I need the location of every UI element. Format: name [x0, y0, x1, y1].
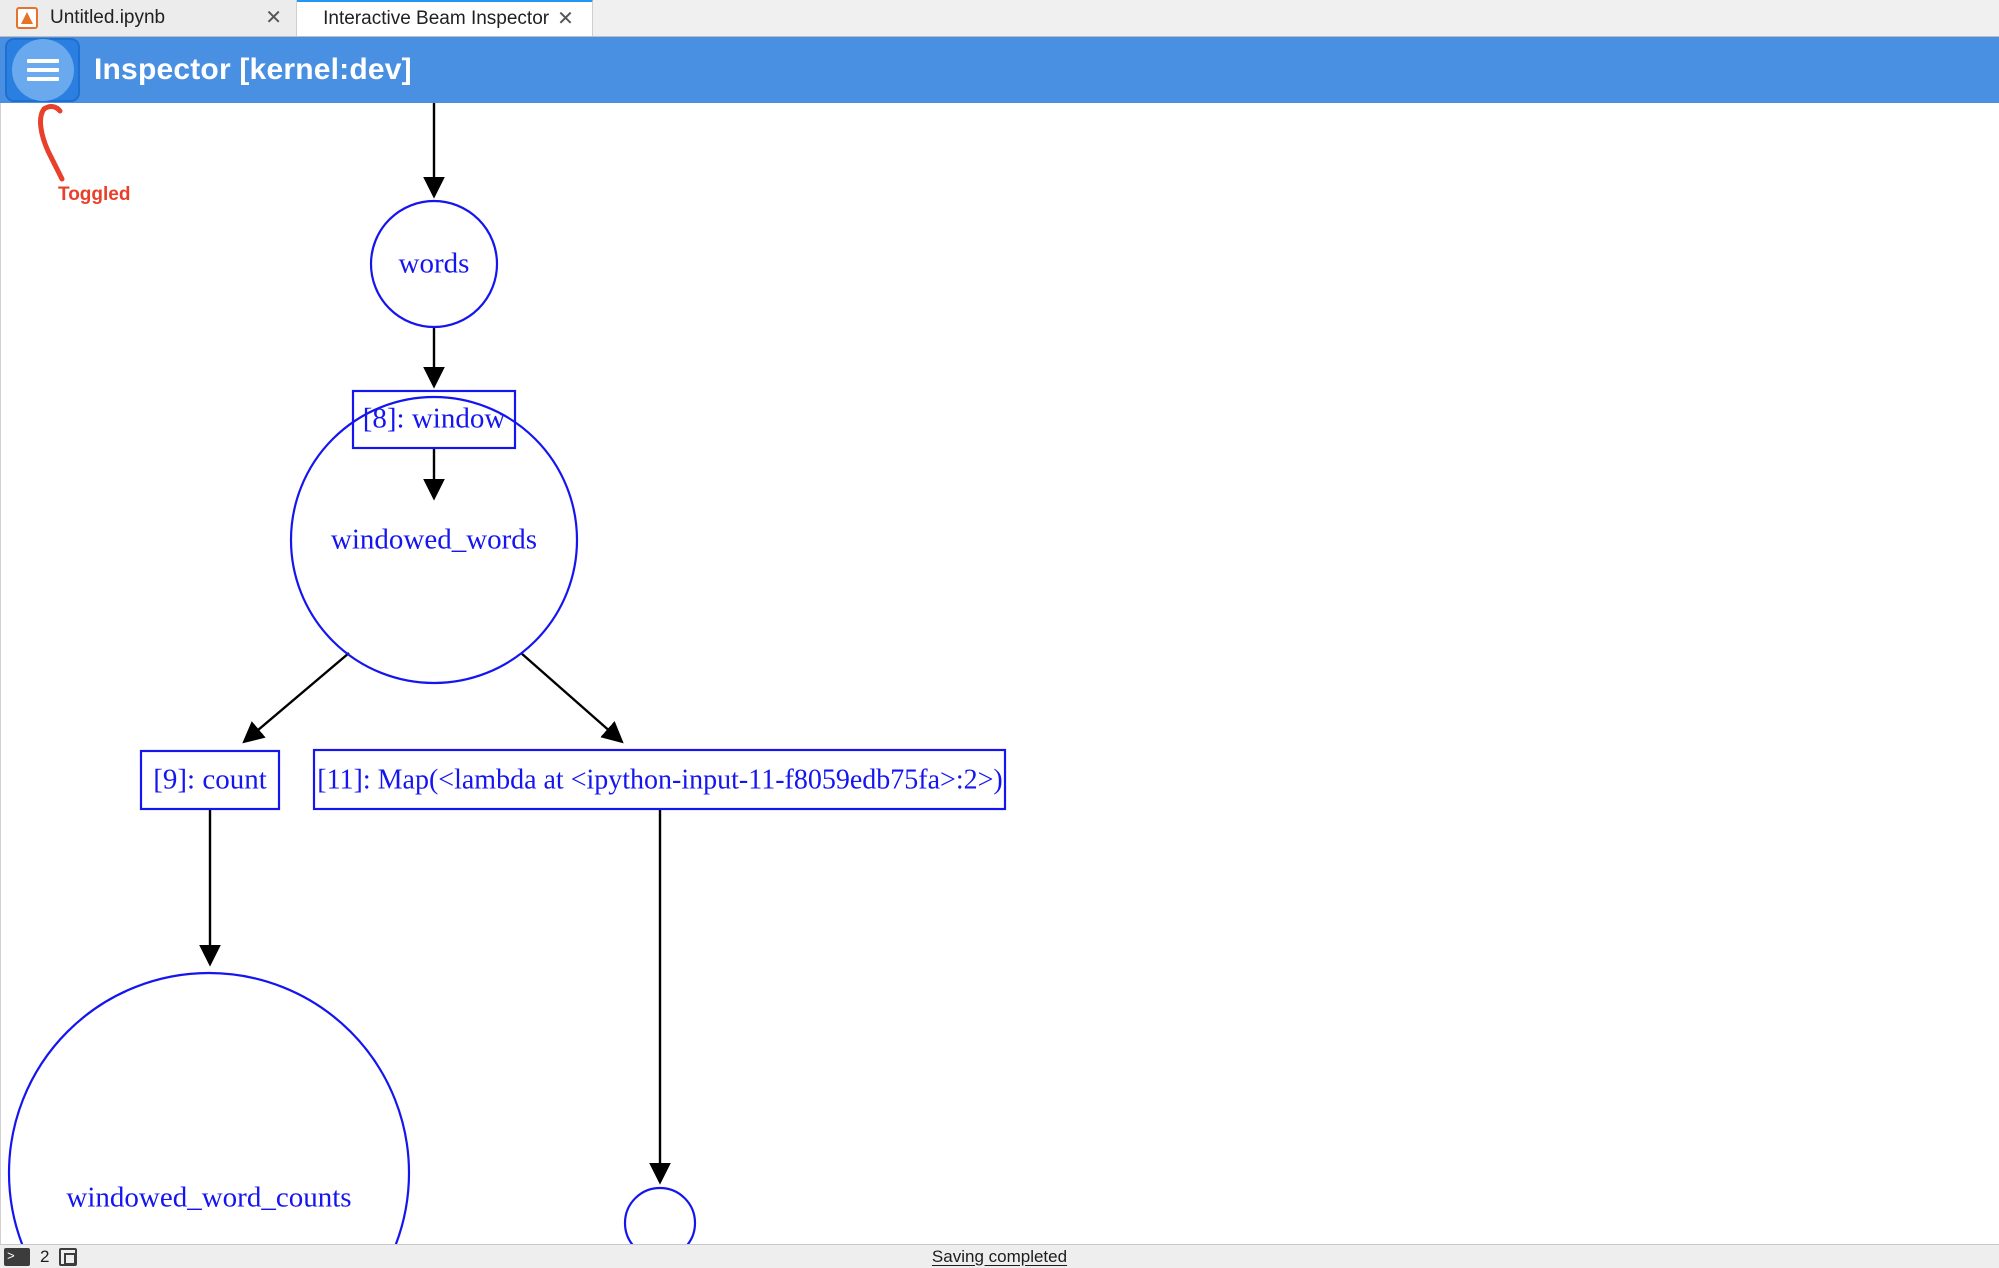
- status-left-group: 2: [0, 1246, 78, 1267]
- node-label: windowed_words: [331, 524, 537, 556]
- pipeline-graph-canvas[interactable]: words [8]: window windowed_words [9]: co…: [0, 103, 1999, 1244]
- node-label: [8]: window: [363, 403, 506, 435]
- graph-edges: [199, 103, 671, 1185]
- close-icon[interactable]: ✕: [557, 8, 574, 30]
- node-window[interactable]: [8]: window: [351, 389, 517, 450]
- pipeline-graph-svg: words [8]: window windowed_words [9]: co…: [7, 103, 1007, 1244]
- status-bar: 2 Saving completed: [0, 1244, 1999, 1268]
- close-icon[interactable]: ✕: [265, 7, 282, 29]
- node-map-lambda[interactable]: [11]: Map(<lambda at <ipython-input-11-f…: [312, 748, 1007, 811]
- terminal-icon[interactable]: [4, 1247, 30, 1266]
- edge-windowed-words-to-map: [520, 652, 624, 744]
- node-label: words: [399, 248, 470, 280]
- status-message: Saving completed: [931, 1246, 1068, 1266]
- node-output-small[interactable]: [623, 1186, 697, 1244]
- edge-windowed-words-to-count: [242, 652, 350, 744]
- graph-nodes: words [8]: window windowed_words [9]: co…: [7, 199, 1007, 1244]
- node-label: [11]: Map(<lambda at <ipython-input-11-f…: [317, 764, 1002, 795]
- page-title: Inspector [kernel:dev]: [94, 53, 412, 86]
- annotation-label: Toggled: [58, 184, 131, 205]
- hamburger-bars: [26, 54, 59, 86]
- node-windowed-words[interactable]: windowed_words: [289, 395, 579, 685]
- tab-label: Untitled.ipynb: [50, 7, 166, 28]
- tab-interactive-beam-inspector[interactable]: Interactive Beam Inspector ✕: [297, 0, 593, 36]
- tab-label: Interactive Beam Inspector: [323, 8, 550, 29]
- node-label: windowed_word_counts: [66, 1182, 351, 1214]
- node-count[interactable]: [9]: count: [139, 749, 281, 811]
- node-label: [9]: count: [153, 764, 267, 796]
- notebook-icon: [16, 7, 38, 29]
- kernel-chip-icon[interactable]: [59, 1247, 78, 1266]
- tab-untitled-notebook[interactable]: Untitled.ipynb ✕: [0, 0, 297, 36]
- node-words[interactable]: words: [369, 199, 499, 329]
- hamburger-menu-icon[interactable]: [5, 38, 80, 102]
- kernel-count: 2: [40, 1246, 50, 1266]
- tab-bar: Untitled.ipynb ✕ Interactive Beam Inspec…: [0, 0, 1999, 37]
- inspector-header: Inspector [kernel:dev]: [0, 37, 1999, 103]
- node-windowed-word-counts[interactable]: windowed_word_counts: [7, 971, 411, 1244]
